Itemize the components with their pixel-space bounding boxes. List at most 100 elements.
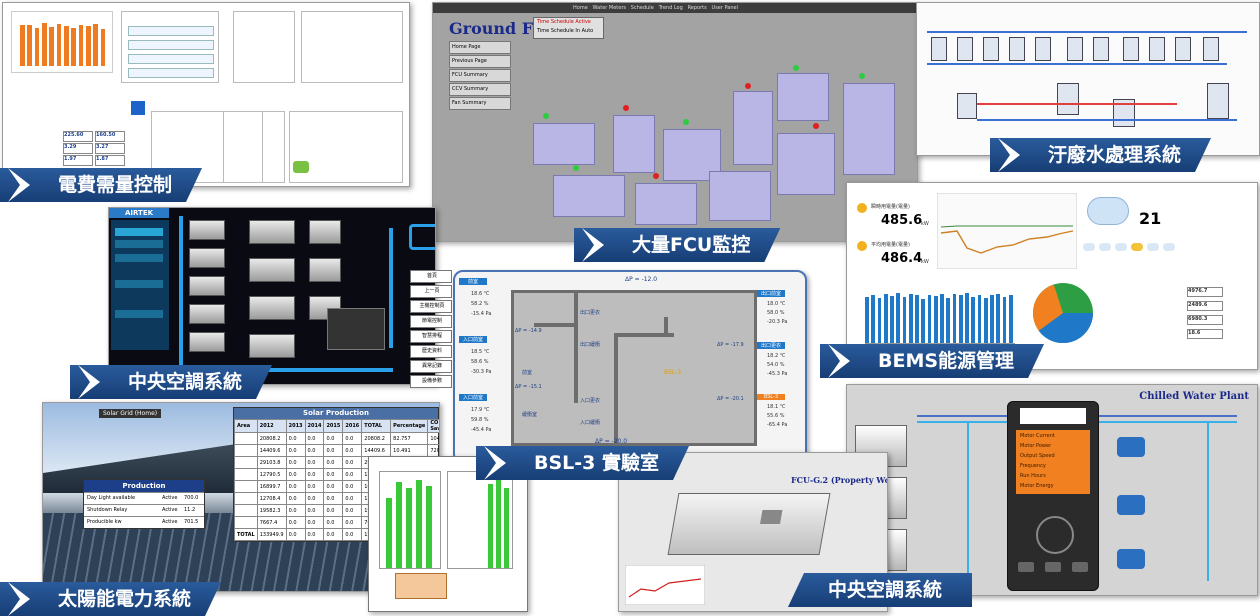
table-cell: 7204.8 bbox=[427, 444, 439, 457]
nav-home-page[interactable]: Home Page bbox=[449, 41, 511, 54]
table-cell: 0.0 bbox=[285, 456, 306, 469]
airtek-hvac-panel: AIRTEK bbox=[108, 207, 436, 385]
nav-ccv-summary[interactable]: CCV Summary bbox=[449, 83, 511, 96]
table-cell: 14409.6 bbox=[361, 444, 392, 457]
table-cell: 0.0 bbox=[342, 480, 363, 493]
table-cell: 0.0 bbox=[285, 480, 306, 493]
energy-bar bbox=[990, 295, 994, 343]
bems-trend-chart bbox=[937, 193, 1077, 269]
energy-bar bbox=[971, 296, 975, 343]
menu-trend-log[interactable]: Trend Log bbox=[658, 5, 683, 11]
vfd-row-current: Motor Current bbox=[1020, 433, 1055, 439]
demand-table-2 bbox=[223, 111, 285, 183]
menu-prev-button[interactable]: 上一頁 bbox=[410, 285, 452, 298]
demand-bar bbox=[56, 23, 62, 66]
plant-icon bbox=[293, 161, 309, 173]
energy-bar bbox=[871, 294, 875, 343]
nav-fan-summary[interactable]: Fan Summary bbox=[449, 97, 511, 110]
pump-3 bbox=[1117, 549, 1145, 569]
fcu-trend-chart bbox=[625, 565, 705, 605]
menu-schedule[interactable]: Schedule bbox=[630, 5, 654, 11]
table-cell: 0.0 bbox=[323, 456, 344, 469]
menu-parameters-button[interactable]: 設備參數 bbox=[410, 375, 452, 388]
green-chart-1 bbox=[379, 471, 441, 569]
energy-bar bbox=[921, 299, 925, 343]
status-grid bbox=[327, 308, 385, 350]
bsl3-lab-panel: ΔP = -12.0 BSL-3 出口更衣 出口緩衝 入口更衣 入口緩衝 緩衝室… bbox=[453, 270, 807, 464]
energy-bar bbox=[977, 294, 982, 343]
label-bsl3-lab: BSL-3 實驗室 bbox=[476, 446, 689, 480]
energy-bar bbox=[902, 296, 907, 343]
table-cell: 0.0 bbox=[304, 480, 325, 493]
vfd-nav-wheel[interactable] bbox=[1036, 516, 1074, 554]
table-header-cell: 2012 bbox=[256, 419, 287, 433]
menu-host-control-button[interactable]: 主機控制頁 bbox=[410, 300, 452, 313]
table-cell bbox=[234, 480, 258, 493]
energy-bar bbox=[927, 294, 932, 343]
dp-right-2: ΔP = -20.1 bbox=[717, 396, 744, 402]
menu-history-button[interactable]: 歷史資料 bbox=[410, 345, 452, 358]
production-row-2: Shutdown Relay Active 11.2 bbox=[84, 504, 204, 516]
table-cell: 0.0 bbox=[323, 480, 344, 493]
table-cell bbox=[234, 468, 258, 481]
demand-bar bbox=[86, 26, 91, 66]
kpi2-label: 平均用電量(電量) bbox=[871, 242, 910, 248]
menu-alarm-button[interactable]: 異常記錄 bbox=[410, 360, 452, 373]
table-cell: 0.0 bbox=[342, 492, 363, 505]
fcu-g2-title: FCU-G.2 (Property Wo bbox=[791, 475, 888, 485]
room-anteroom: 前室 bbox=[522, 370, 533, 376]
demand-bar bbox=[34, 27, 40, 66]
vfd-hand-button[interactable] bbox=[1018, 562, 1034, 572]
label-central-hvac-2: 中央空調系統 bbox=[788, 573, 973, 607]
table-cell: 0.0 bbox=[323, 492, 344, 505]
vfd-auto-button[interactable] bbox=[1072, 562, 1088, 572]
menu-home-button[interactable]: 首頁 bbox=[410, 270, 452, 283]
energy-bar bbox=[983, 298, 988, 343]
lab-floor-plan: BSL-3 出口更衣 出口緩衝 入口更衣 入口緩衝 緩衝室 前室 bbox=[511, 290, 757, 446]
label-wastewater: 汙廢水處理系統 bbox=[990, 138, 1211, 172]
menu-schedule-button[interactable]: 智慧排程 bbox=[410, 330, 452, 343]
sensor-left-2: 入口前室 18.5 ℃ 58.6 % -30.3 Pa bbox=[459, 336, 505, 394]
weather-temp: 21 bbox=[1139, 209, 1162, 228]
vfd-row-power: Motor Power bbox=[1020, 443, 1052, 449]
energy-bar bbox=[908, 294, 913, 343]
label-solar: 太陽能電力系統 bbox=[0, 582, 221, 616]
menu-water-meters[interactable]: Water Meters bbox=[592, 5, 627, 11]
menu-energy-saving-button[interactable]: 節電控制 bbox=[410, 315, 452, 328]
vfd-brand-logo bbox=[1020, 408, 1086, 424]
bems-bar-chart bbox=[865, 287, 1015, 344]
sensor-right-2: 出口更衣 18.2 ℃ 54.0 % -45.3 Pa bbox=[757, 342, 801, 394]
table-cell: 0.0 bbox=[285, 516, 306, 529]
table-header-cell: CO Saved bbox=[427, 419, 439, 433]
table-cell bbox=[234, 432, 258, 445]
vfd-off-button[interactable] bbox=[1045, 562, 1061, 572]
label-power-demand: 電費需量控制 bbox=[0, 168, 202, 202]
table-cell: 0.0 bbox=[304, 456, 325, 469]
nav-fcu-summary[interactable]: FCU Summary bbox=[449, 69, 511, 82]
table-cell: 82.757 bbox=[390, 432, 429, 445]
table-header-cell: Percentage bbox=[390, 419, 429, 433]
menu-reports[interactable]: Reports bbox=[687, 5, 707, 11]
kpi1-value: 485.6 bbox=[881, 213, 923, 228]
menu-user-panel[interactable]: User Panel bbox=[711, 5, 739, 11]
vfd-keypad: Motor Current Motor Power Output Speed F… bbox=[1007, 401, 1099, 591]
nav-previous-page[interactable]: Previous Page bbox=[449, 55, 511, 68]
top-menu-bar: Home Water Meters Schedule Trend Log Rep… bbox=[433, 3, 917, 13]
energy-bar bbox=[946, 297, 950, 343]
schedule-status: Time Schedule Active Time Schedule In Au… bbox=[533, 17, 604, 39]
table-cell: 0.0 bbox=[342, 432, 363, 445]
table-cell: 0.0 bbox=[323, 528, 344, 541]
demand-bar bbox=[71, 27, 77, 66]
demand-bar bbox=[42, 22, 47, 66]
room-bsl3: BSL-3 bbox=[664, 369, 682, 376]
menu-home[interactable]: Home bbox=[573, 5, 588, 11]
schedule-auto-text: Time Schedule In Auto bbox=[537, 28, 594, 34]
demand-bar bbox=[27, 24, 33, 66]
sensor-right-3: BSL-3 18.1 ℃ 55.6 % -65.4 Pa bbox=[757, 394, 801, 446]
room-entry-buffer: 入口緩衝 bbox=[580, 420, 601, 426]
airtek-menu: 首頁 上一頁 主機控制頁 節電控制 智慧排程 歷史資料 異常記錄 設備參數 bbox=[410, 270, 454, 390]
table-cell: 0.0 bbox=[285, 468, 306, 481]
pump-1 bbox=[1117, 437, 1145, 457]
pump-2 bbox=[1117, 495, 1145, 515]
